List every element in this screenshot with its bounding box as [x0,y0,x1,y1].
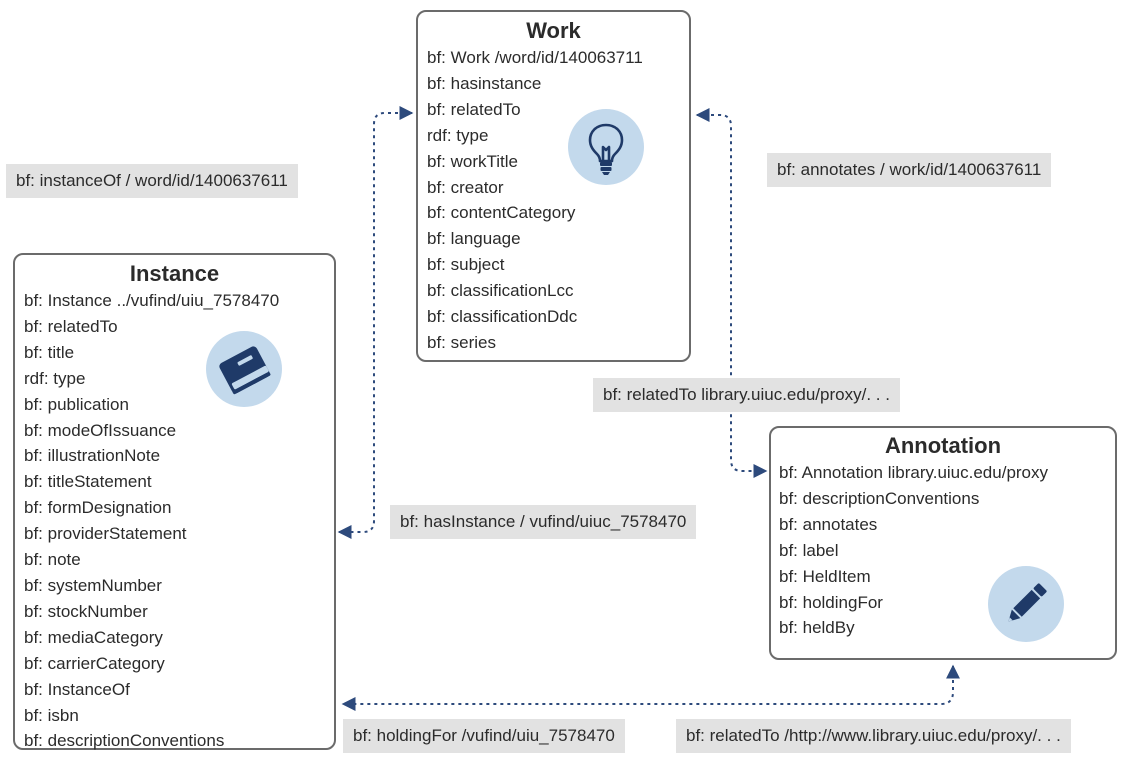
work-property: bf: classificationLcc [427,281,574,301]
edge-label-annotates: bf: annotates / work/id/1400637611 [767,153,1052,187]
instance-property: bf: providerStatement [24,524,187,544]
work-property: bf: classificationDdc [427,307,578,327]
lightbulb-icon [568,109,644,185]
instance-property: rdf: type [24,368,86,388]
work-property: bf: series [427,332,496,352]
instance-property: bf: stockNumber [24,601,148,621]
instance-property: bf: note [24,550,81,570]
annotation-property: bf: Annotation library.uiuc.edu/proxy [779,463,1049,482]
work-property: bf: hasinstance [427,73,542,93]
instance-property: bf: title [24,342,75,362]
work-property-list: bf: Work /word/id/140063711 bf: hasinsta… [427,45,689,356]
annotation-property: bf: holdingFor [779,592,883,612]
instance-property: bf: publication [24,394,129,414]
edge-label-has-instance: bf: hasInstance / vufind/uiuc_7578470 [390,505,697,539]
annotation-property: bf: heldBy [779,618,855,638]
work-property: bf: Work /word/id/140063711 [427,48,643,67]
work-property: bf: creator [427,177,504,197]
instance-property: bf: relatedTo [24,316,118,336]
instance-node: Instance bf: Instance ../vufind/uiu_7578… [13,253,336,750]
instance-title: Instance [129,261,220,286]
instance-property: bf: descriptionConventions [24,731,225,751]
work-property: bf: workTitle [427,151,519,171]
annotation-property-list: bf: Annotation library.uiuc.edu/proxy bf… [779,460,1115,641]
connector-work-instance [337,106,414,539]
work-property: bf: subject [427,255,505,275]
instance-property: bf: Instance ../vufind/uiu_7578470 [24,291,280,310]
edge-label-instance-of: bf: instanceOf / word/id/1400637611 [6,164,298,198]
annotation-property: bf: annotates [779,514,878,534]
instance-property: bf: systemNumber [24,575,162,595]
annotation-property: bf: HeldItem [779,566,871,586]
connector-work-annotation [695,108,768,478]
annotation-property: bf: descriptionConventions [779,488,980,508]
work-property: rdf: type [427,125,489,145]
annotation-property: bf: label [779,540,839,560]
work-property: bf: relatedTo [427,99,521,119]
edge-label-related-to-http: bf: relatedTo /http://www.library.uiuc.e… [676,719,1071,753]
instance-property: bf: modeOfIssuance [24,420,177,440]
edge-label-holding-for: bf: holdingFor /vufind/uiu_7578470 [343,719,625,753]
work-title: Work [526,18,581,43]
work-node: Work bf: Work /word/id/140063711 bf: has… [416,10,691,362]
instance-property: bf: formDesignation [24,498,172,518]
work-property: bf: language [427,229,521,249]
annotation-node: Annotation bf: Annotation library.uiuc.e… [769,426,1117,660]
annotation-title: Annotation [884,433,1002,458]
instance-property-list: bf: Instance ../vufind/uiu_7578470 bf: r… [24,288,334,754]
instance-property: bf: InstanceOf [24,679,130,699]
pencil-icon [988,566,1064,642]
book-icon [206,331,282,407]
connector-annotation-instance [341,664,960,711]
instance-property: bf: carrierCategory [24,653,165,673]
instance-property: bf: isbn [24,705,79,725]
work-property: bf: contentCategory [427,203,576,223]
instance-property: bf: illustrationNote [24,446,161,466]
edge-label-related-to-proxy: bf: relatedTo library.uiuc.edu/proxy/. .… [593,378,900,412]
instance-property: bf: titleStatement [24,472,152,492]
instance-property: bf: mediaCategory [24,627,163,647]
